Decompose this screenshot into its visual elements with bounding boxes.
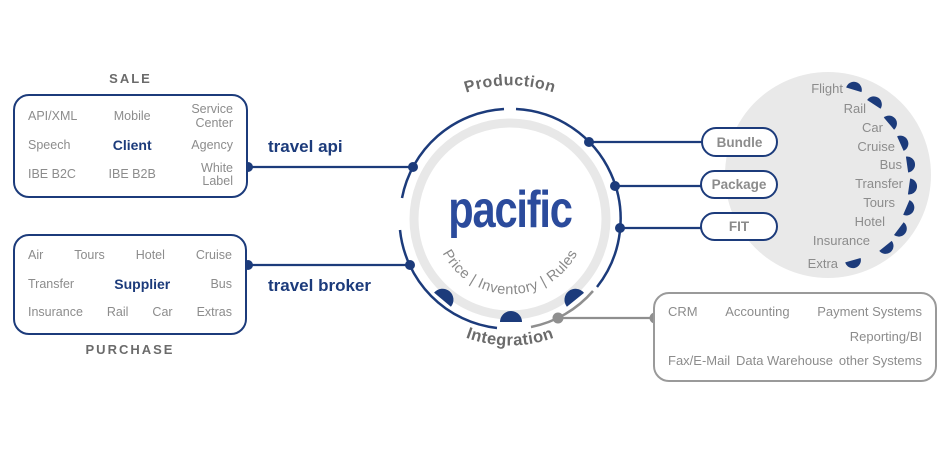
bundle-node: Bundle xyxy=(701,127,778,157)
sale-client-label: Client xyxy=(112,137,152,154)
supply-item: Insurance xyxy=(812,233,870,248)
sale-item: Mobile xyxy=(113,108,151,123)
hub-api-dot xyxy=(408,162,418,172)
hub-fit-dot xyxy=(615,223,625,233)
purchase-item: Car xyxy=(152,305,173,320)
package-node: Package xyxy=(700,170,778,199)
sale-item: API/XML xyxy=(28,108,78,123)
sale-item: Service Center xyxy=(191,101,233,130)
purchase-item: Tours xyxy=(74,248,105,263)
hub-inner-label: Price | Inventory | Rules xyxy=(439,247,581,298)
supply-item: Flight xyxy=(811,81,843,96)
integration-label: Integration xyxy=(464,324,555,349)
purchase-item: Hotel xyxy=(135,248,165,263)
hub-broker-dot xyxy=(405,260,415,270)
svg-text:Production: Production xyxy=(462,72,558,96)
integration-item: Data Warehouse xyxy=(735,353,834,369)
hub-arc-integration xyxy=(530,290,594,329)
supply-item: Cruise xyxy=(857,139,895,154)
sale-item: IBE B2C xyxy=(28,167,76,182)
svg-text:Integration: Integration xyxy=(464,324,556,349)
sale-grid: API/XML Mobile Service Center Speech Cli… xyxy=(15,96,246,196)
purchase-item: Transfer xyxy=(28,276,75,291)
purchase-item: Cruise xyxy=(195,248,232,263)
supply-item: Tours xyxy=(863,195,895,210)
purchase-grid: Air Tours Hotel Cruise Transfer Supplier… xyxy=(15,236,245,333)
purchase-item: Rail xyxy=(106,305,129,320)
hub-package-dot xyxy=(610,181,620,191)
hub-integration-dot xyxy=(552,312,564,324)
fit-node: FIT xyxy=(700,212,778,241)
svg-text:Price | Inventory | Rules: Price | Inventory | Rules xyxy=(439,247,581,298)
purchase-item: Air xyxy=(28,248,44,263)
integration-item: CRM xyxy=(668,304,698,320)
integration-item: Fax/E-Mail xyxy=(668,353,731,369)
supply-item: Car xyxy=(862,120,883,135)
sale-box: API/XML Mobile Service Center Speech Cli… xyxy=(13,94,248,198)
travel-api-label: travel api xyxy=(268,137,343,156)
sale-caption: SALE xyxy=(109,71,152,86)
integration-item: other Systems xyxy=(838,353,922,369)
sale-item: IBE B2B xyxy=(108,167,156,182)
purchase-item: Bus xyxy=(210,276,232,291)
production-label: Production xyxy=(462,72,557,96)
hub-bundle-dot xyxy=(584,137,594,147)
supply-item: Extra xyxy=(807,256,838,271)
hub-arc-top-left xyxy=(400,107,505,199)
purchase-box: Air Tours Hotel Cruise Transfer Supplier… xyxy=(13,234,247,335)
supply-item: Hotel xyxy=(854,214,885,229)
travel-broker-label: travel broker xyxy=(268,276,371,295)
hub-arc-bottom-left xyxy=(398,229,498,330)
sale-item: Agency xyxy=(191,138,233,153)
sale-item: Speech xyxy=(28,138,71,153)
hub-arc-right xyxy=(515,107,622,288)
integration-grid: CRM Accounting Payment Systems Reporting… xyxy=(655,294,935,380)
purchase-item: Extras xyxy=(196,305,232,320)
supply-item: Rail xyxy=(843,101,866,116)
purchase-caption: PURCHASE xyxy=(85,342,175,357)
purchase-item: Insurance xyxy=(28,305,83,320)
integration-item: Reporting/BI xyxy=(849,328,922,344)
supply-item: Bus xyxy=(879,157,902,172)
integration-item: Accounting xyxy=(725,304,790,320)
hub-dome-icon xyxy=(500,311,522,322)
purchase-supplier-label: Supplier xyxy=(114,275,171,292)
sale-item: White Label xyxy=(201,160,233,189)
pacific-logo: pacific xyxy=(448,181,573,239)
supply-item: Transfer xyxy=(855,176,903,191)
integration-item: Payment Systems xyxy=(817,304,922,320)
integration-box: CRM Accounting Payment Systems Reporting… xyxy=(653,292,937,382)
